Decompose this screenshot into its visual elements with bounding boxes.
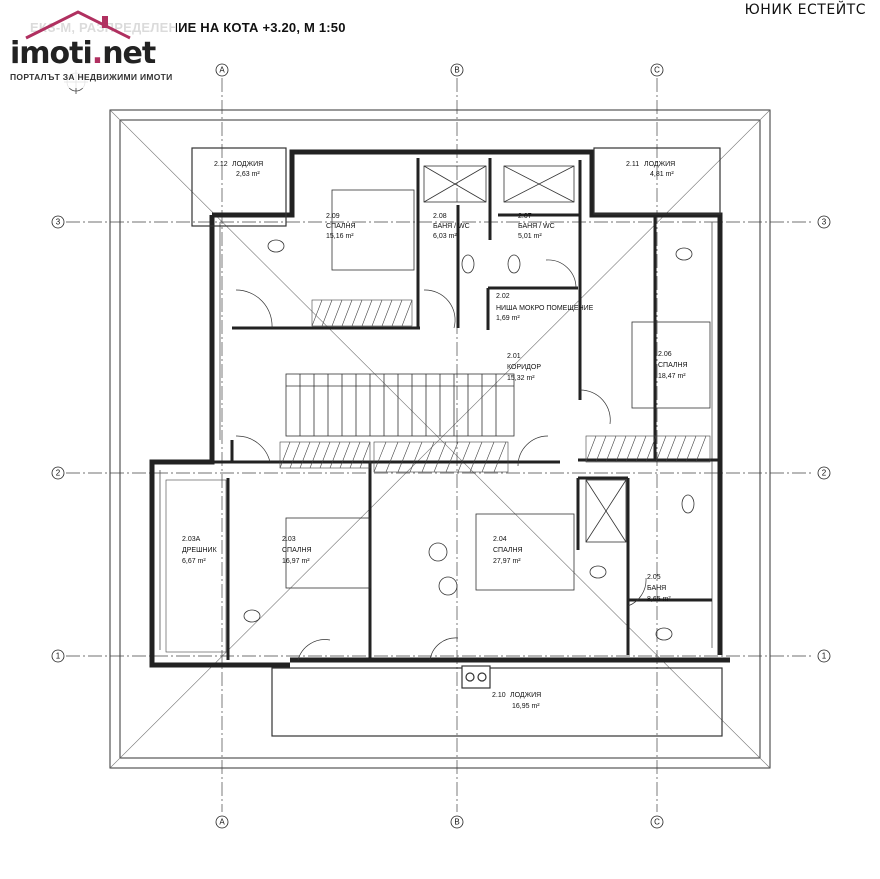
axis-bottom-a: A (219, 818, 225, 827)
room-2-05-id: 2.05 (647, 574, 661, 581)
room-2-06-id: 2.06 (658, 351, 672, 358)
axis-left-2: 2 (56, 469, 61, 478)
axis-right-2: 2 (822, 469, 827, 478)
logo-wordmark: imoti.net (10, 36, 156, 71)
room-2-12-area: 2,63 m² (236, 171, 260, 178)
room-2-09-area: 15,16 m² (326, 233, 354, 240)
room-2-06-area: 18,47 m² (658, 373, 686, 380)
axis-top-b: B (454, 66, 459, 75)
room-2-12-name: ЛОДЖИЯ (232, 161, 263, 168)
room-2-10-id: 2.10 (492, 692, 506, 699)
room-2-02-name: НИША МОКРО ПОМЕЩЕНИЕ (496, 305, 594, 312)
logo-tagline: ПОРТАЛЪТ ЗА НЕДВИЖИМИ ИМОТИ (10, 72, 173, 82)
room-2-11-id: 2.11 (626, 161, 639, 168)
room-labels: 2.12 ЛОДЖИЯ 2,63 m² 2.11 ЛОДЖИЯ 4,81 m² … (182, 161, 688, 710)
room-2-07-area: 5,01 m² (518, 233, 542, 240)
room-2-10-name: ЛОДЖИЯ (510, 692, 541, 699)
room-2-11-name: ЛОДЖИЯ (644, 161, 675, 168)
room-2-03a-area: 6,67 m² (182, 558, 206, 565)
room-2-03-name: СПАЛНЯ (282, 547, 312, 554)
axis-bottom-b: B (454, 818, 459, 827)
bathroom-fixtures (243, 165, 695, 641)
room-2-07-id: 2.07 (518, 213, 532, 220)
room-2-10-area: 16,95 m² (512, 703, 540, 710)
grid-axes (66, 78, 814, 812)
room-2-08-id: 2.08 (433, 213, 447, 220)
axis-top-a: A (219, 66, 225, 75)
room-2-04-area: 27,97 m² (493, 558, 521, 565)
axis-top-c: C (654, 66, 660, 75)
room-2-08-name: БАНЯ / WC (433, 223, 470, 230)
room-2-12-id: 2.12 (214, 161, 228, 168)
room-2-05-name: БАНЯ (647, 585, 666, 592)
loggia-outlines (191, 147, 723, 737)
room-2-08-area: 6,03 m² (433, 233, 457, 240)
axis-bubbles (51, 63, 831, 829)
door-swings (235, 259, 647, 661)
room-2-09-id: 2.09 (326, 213, 340, 220)
house-roof-icon (25, 10, 131, 40)
exterior-walls (149, 149, 730, 668)
axis-left-1: 1 (56, 652, 61, 661)
room-2-09-name: СПАЛНЯ (326, 223, 356, 230)
axis-bottom-c: C (654, 818, 660, 827)
room-2-11-area: 4,81 m² (650, 171, 674, 178)
room-2-05-area: 8,65 m² (647, 596, 671, 603)
axis-right-1: 1 (822, 652, 827, 661)
room-2-03-id: 2.03 (282, 536, 296, 543)
room-2-02-id: 2.02 (496, 293, 510, 300)
room-2-07-name: БАНЯ / WC (518, 223, 555, 230)
room-2-04-id: 2.04 (493, 536, 507, 543)
axis-right-3: 3 (822, 218, 827, 227)
room-2-01-area: 15,32 m² (507, 375, 535, 382)
room-2-01-id: 2.01 (507, 353, 521, 360)
chairs (428, 542, 458, 596)
room-2-03a-id: 2.03А (182, 536, 201, 543)
room-2-01-name: КОРИДОР (507, 364, 541, 371)
room-2-03a-name: ДРЕШНИК (182, 547, 218, 554)
interior-walls (212, 158, 720, 660)
wardrobes (165, 299, 711, 653)
exterior-wall-inner-line (159, 222, 713, 650)
room-2-03-area: 16,97 m² (282, 558, 310, 565)
roof-outline (109, 109, 771, 769)
room-2-06-name: СПАЛНЯ (658, 362, 688, 369)
room-2-04-name: СПАЛНЯ (493, 547, 523, 554)
beds (285, 189, 711, 591)
room-2-02-area: 1,69 m² (496, 315, 520, 322)
staircase (285, 373, 515, 437)
company-name: ЮНИК ЕСТЕЙТС (744, 2, 866, 18)
axis-left-3: 3 (56, 218, 61, 227)
site-logo[interactable]: imoti.net ПОРТАЛЪТ ЗА НЕДВИЖИМИ ИМОТИ (6, 8, 176, 88)
